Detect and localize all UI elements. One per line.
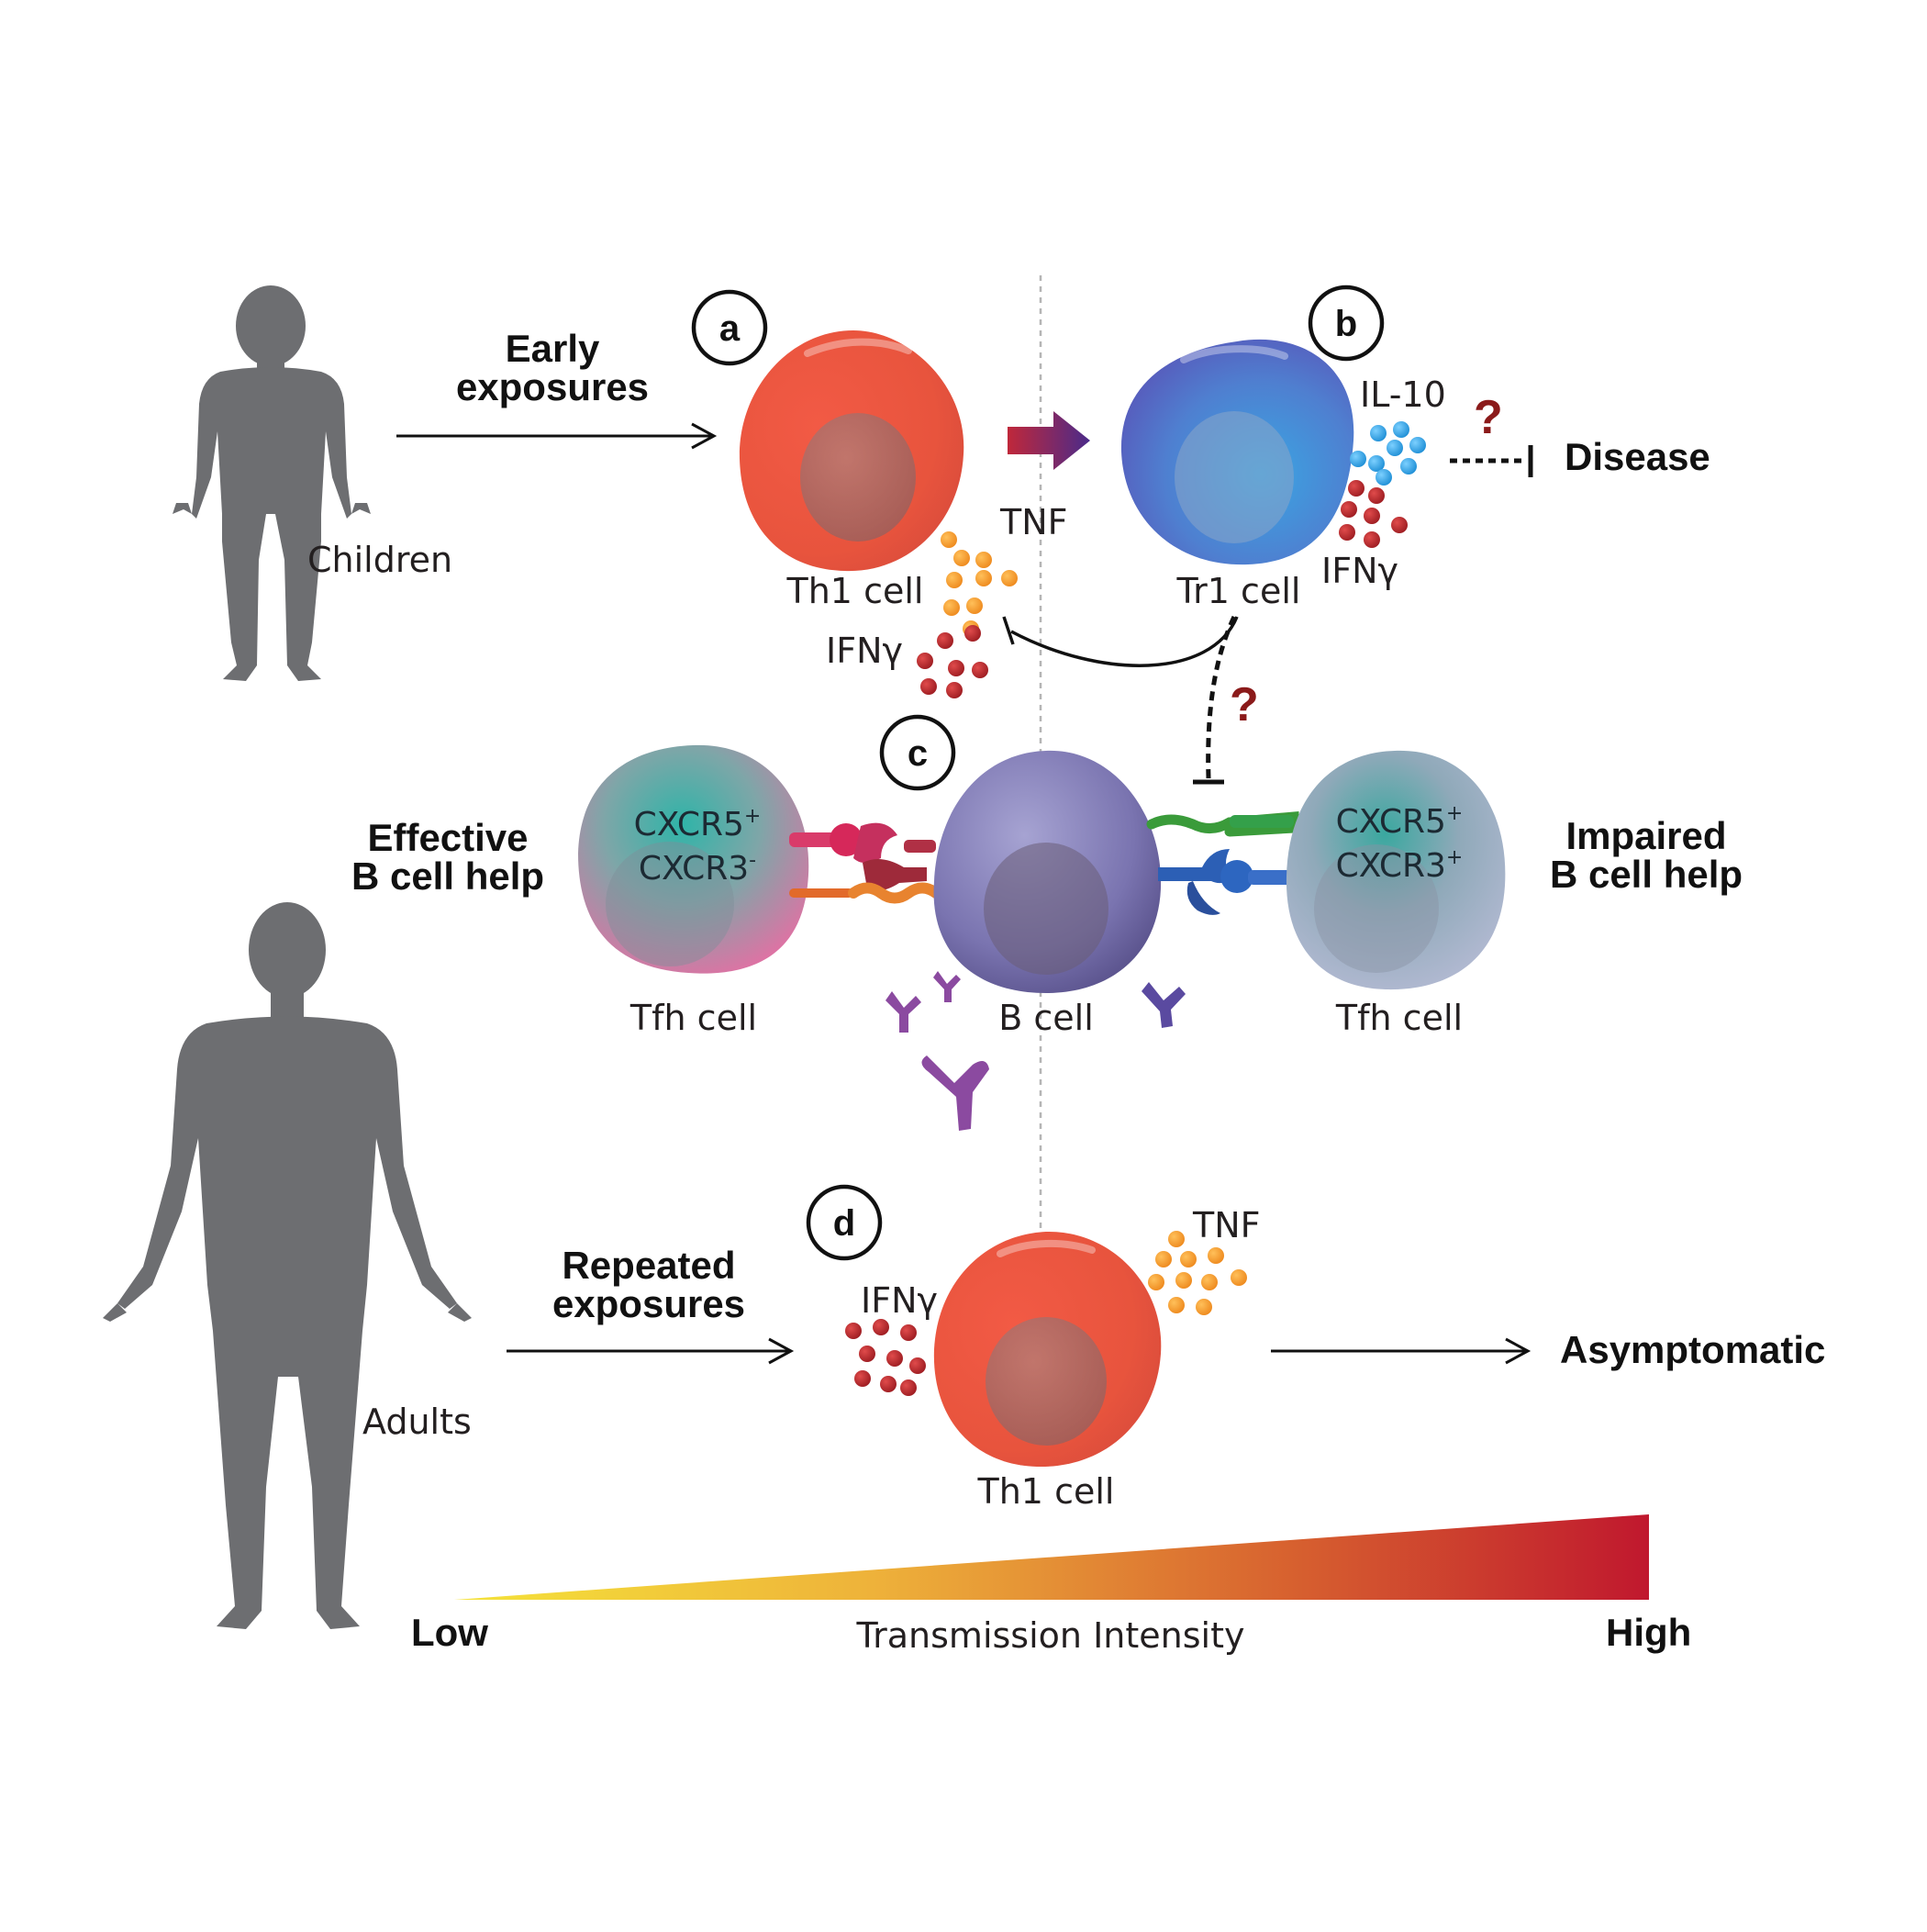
ifng-cytokines-top-a [917, 625, 988, 698]
th1-cell-bottom [933, 1231, 1162, 1468]
tfh-right-marker2: CXCR3+ [1336, 846, 1464, 885]
tr1-inhibition-bar [1002, 616, 1015, 645]
disease-label: Disease [1565, 435, 1710, 478]
th1-cell-bottom-label: Th1 cell [977, 1471, 1115, 1512]
transmission-intensity-wedge [454, 1514, 1649, 1600]
tfh-left-label: Tfh cell [629, 998, 757, 1038]
ifng-label-bottom: IFNγ [861, 1280, 938, 1321]
early-exposures-line1: Early [506, 327, 600, 370]
receptor-pair-left [789, 822, 941, 904]
transmission-intensity-title: Transmission Intensity [856, 1615, 1245, 1656]
adult-silhouette-icon [103, 902, 472, 1629]
il10-cytokines [1350, 421, 1426, 486]
tnf-cytokines-top [941, 531, 1018, 637]
panel-b-marker [1308, 285, 1385, 362]
tfh-cell-left [578, 744, 809, 974]
il10-label: IL-10 [1360, 374, 1446, 415]
impaired-help-line2: B cell help [1550, 853, 1743, 896]
adults-label: Adults [362, 1402, 472, 1442]
panel-c-marker [879, 714, 956, 791]
tnf-cytokines-bottom [1148, 1231, 1247, 1315]
low-label: Low [411, 1611, 488, 1654]
panel-c-letter: c [908, 733, 928, 774]
repeated-exposures-line2: exposures [552, 1282, 745, 1325]
ifng-label-top-b: IFNγ [1321, 551, 1398, 591]
children-label: Children [307, 540, 452, 580]
early-exposures-line2: exposures [456, 365, 649, 408]
tr1-cell-label: Tr1 cell [1176, 571, 1301, 611]
panel-d-marker [806, 1184, 883, 1261]
effective-help-line2: B cell help [351, 854, 544, 898]
differentiation-arrow [1008, 411, 1090, 470]
b-cell-label: B cell [998, 998, 1094, 1038]
th1-cell-top-label: Th1 cell [786, 571, 924, 611]
tr1-cell [1120, 339, 1354, 565]
question-mark-disease: ? [1474, 391, 1503, 444]
tnf-label-top: TNF [999, 502, 1068, 542]
high-label: High [1606, 1611, 1691, 1654]
th1-cell-top [739, 330, 964, 572]
tfh-left-marker2: CXCR3- [639, 849, 756, 888]
ifng-cytokines-bottom [845, 1319, 926, 1396]
panel-b-letter: b [1335, 304, 1357, 344]
panel-a-marker [691, 289, 768, 366]
tfh-right-label: Tfh cell [1335, 998, 1463, 1038]
tfh-cell-right [1286, 750, 1506, 990]
panel-a-letter: a [719, 308, 741, 349]
receptor-pair-right [1146, 811, 1299, 915]
tfh-left-marker1: CXCR5+ [634, 805, 762, 843]
tr1-inhibition-curve [1010, 616, 1239, 667]
tr1-tfh-dashed-line [1206, 615, 1237, 779]
repeated-exposures-line1: Repeated [562, 1244, 735, 1287]
b-cell [933, 750, 1162, 993]
impaired-help-line1: Impaired [1565, 814, 1726, 857]
effective-help-line1: Effective [367, 816, 528, 859]
ifng-label-top-a: IFNγ [826, 631, 903, 671]
question-mark-tfh: ? [1230, 678, 1259, 731]
child-silhouette-icon [173, 285, 371, 681]
antibody-icon [886, 971, 1186, 1131]
tnf-label-bottom: TNF [1192, 1205, 1261, 1245]
ifng-cytokines-top-b [1339, 480, 1408, 548]
tfh-right-marker1: CXCR5+ [1336, 802, 1464, 841]
asymptomatic-label: Asymptomatic [1560, 1328, 1825, 1371]
panel-d-letter: d [833, 1203, 855, 1244]
